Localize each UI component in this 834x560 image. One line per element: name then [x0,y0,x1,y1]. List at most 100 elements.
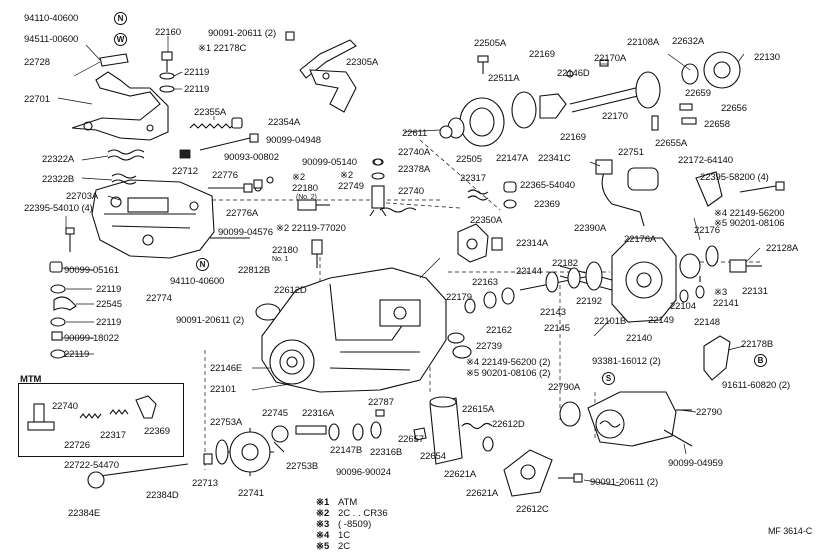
spring-22119-77020 [379,207,417,213]
part-label: 22658 [704,119,730,130]
part-label: 22119 [184,84,210,95]
part-label: 90099-04959 [668,458,723,469]
mtm-group-box [18,383,184,457]
distributor-head-22140 [559,237,677,323]
legend-text: 2C [338,541,351,552]
part-label: 22611 [402,128,428,139]
part-label: 22790A [548,382,581,393]
part-label: 22753B [286,461,319,472]
part-label: 22180 [292,183,318,194]
part-label: 22505 [456,154,482,165]
legend-mark: ※2 [316,508,330,519]
bracket-22172-64140 [695,171,723,207]
part-label: 22728 [24,57,50,68]
solenoid-22180-no2 [297,199,330,211]
leader-lines [57,36,761,487]
part-label: 22179 [446,292,472,303]
part-label: 22119 [184,67,210,78]
part-label: 22119 [96,284,122,295]
mtm-parts [27,395,157,431]
part-label: ※3 [714,287,728,298]
part-label: 22657 [398,434,424,445]
part-label: 90091-20611 (2) [590,477,659,488]
part-label: 22172-64140 [678,155,733,166]
part-label: ※2 [340,170,354,181]
washers-22162-22179 [464,287,515,314]
part-label: 22774 [146,293,172,304]
sensor-22751 [595,159,659,227]
part-label: 22169 [529,49,555,60]
ring-22739 [447,332,472,359]
part-label: 22740 [398,186,424,197]
shaft-22108A [569,51,741,113]
part-label: 22341C [538,153,571,164]
legend-mark: ※4 [316,530,330,541]
part-22657 [413,427,427,441]
part-label: 22740A [398,147,431,158]
spring-22322B [111,173,137,185]
circled-marker-n: N [114,12,127,25]
part-label: 22739 [476,341,502,352]
part-label: 22130 [754,52,780,63]
screw-90099-04948 [199,133,259,151]
timer-22790 [587,391,692,447]
part-label: ※2 22119-77020 [276,223,346,234]
roller-22745 [271,425,289,453]
bolt-22395-54010 [65,227,75,252]
part-label: 22176A [624,234,657,245]
part-label: 91611-60820 (2) [722,380,791,391]
part-label: 22108A [627,37,660,48]
legend-row: ※1 ATM [316,498,357,508]
spring-22615A [461,422,494,452]
legend-text: 2C . . CR36 [338,508,388,519]
part-label: 22316A [302,408,335,419]
part-label: 22162 [486,325,512,336]
part-label: 90096-90024 [336,467,391,478]
legend-text: ATM [338,497,358,508]
part-label: 22119 [96,317,122,328]
part-label: 22354A [268,117,301,128]
washer-22753A [215,439,229,465]
part-label: 22144 [516,266,542,277]
part-label: 22726 [64,440,90,451]
screw-90091-20611-bottom [558,473,583,483]
part-label: 22656 [721,103,747,114]
part-label: 22365-54040 [520,180,575,191]
part-label: 22160 [155,27,181,38]
part-label: 22146D [557,68,590,79]
bolts-22104-22149 [679,276,705,303]
part-label: 22316B [370,447,403,458]
part-label: 22511A [488,73,520,84]
part-label: 22776A [226,208,259,219]
part-label: 22170A [594,53,627,64]
part-label: 22147A [496,153,529,164]
part-label: 22745 [262,408,288,419]
part-label: 22384E [68,508,101,519]
legend-row: ※3( -8509) [316,520,371,530]
part-label: 22545 [96,299,122,310]
part-label: 22119 [64,349,90,360]
regulator-22350A [457,223,503,263]
part-22787 [375,409,385,417]
part-label: ※4 22149-56200 [714,208,785,219]
part-label: 22612D [274,285,307,296]
part-label: 22787 [368,397,394,408]
part-label: 22192 [576,296,602,307]
part-label: 94511-00600 [24,34,79,45]
part-label: 90091-20611 (2) [208,28,277,39]
part-label: 22140 [626,333,652,344]
part-label: 22104 [670,301,696,312]
part-label: 22146E [210,363,243,374]
screw-22505A [477,55,489,74]
part-label: 22612D [492,419,525,430]
spring-22322A [107,149,145,161]
screw-22776 [208,183,262,193]
legend-mark: ※1 [316,497,330,508]
plate-22728 [99,53,129,67]
part-label: 22305A [346,57,379,68]
part-label: 22147B [330,445,363,456]
part-label: 90099-18022 [64,333,119,344]
part-label: 90099-04576 [218,227,273,238]
